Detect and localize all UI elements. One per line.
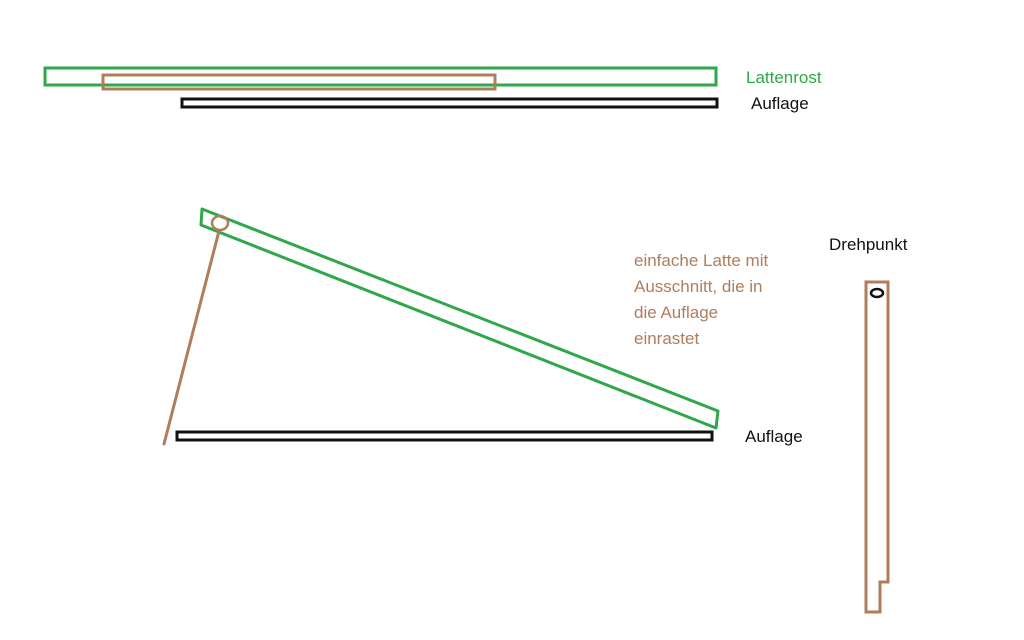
label-note: einfache Latte mit Ausschnitt, die in di…	[634, 248, 768, 352]
label-auflage-top: Auflage	[751, 94, 809, 113]
note-line: einfache Latte mit	[634, 251, 769, 270]
support-stick	[162, 229, 221, 446]
vertical-latte	[864, 280, 890, 614]
lattenrost-tilted-bar	[199, 207, 720, 430]
label-auflage-bottom: Auflage	[745, 427, 803, 446]
note-line: die Auflage	[634, 303, 719, 322]
label-drehpunkt: Drehpunkt	[829, 235, 908, 254]
auflage-top-bar	[180, 97, 719, 109]
label-lattenrost: Lattenrost	[746, 68, 822, 87]
latte-top-bar	[101, 73, 497, 91]
note-line: einrastet	[634, 329, 700, 348]
note-line: Ausschnitt, die in	[634, 277, 763, 296]
auflage-bottom-bar	[175, 430, 714, 442]
pivot-circle	[210, 214, 230, 232]
drehpunkt-hole	[869, 287, 885, 299]
lattenrost-top-bar	[43, 66, 718, 87]
